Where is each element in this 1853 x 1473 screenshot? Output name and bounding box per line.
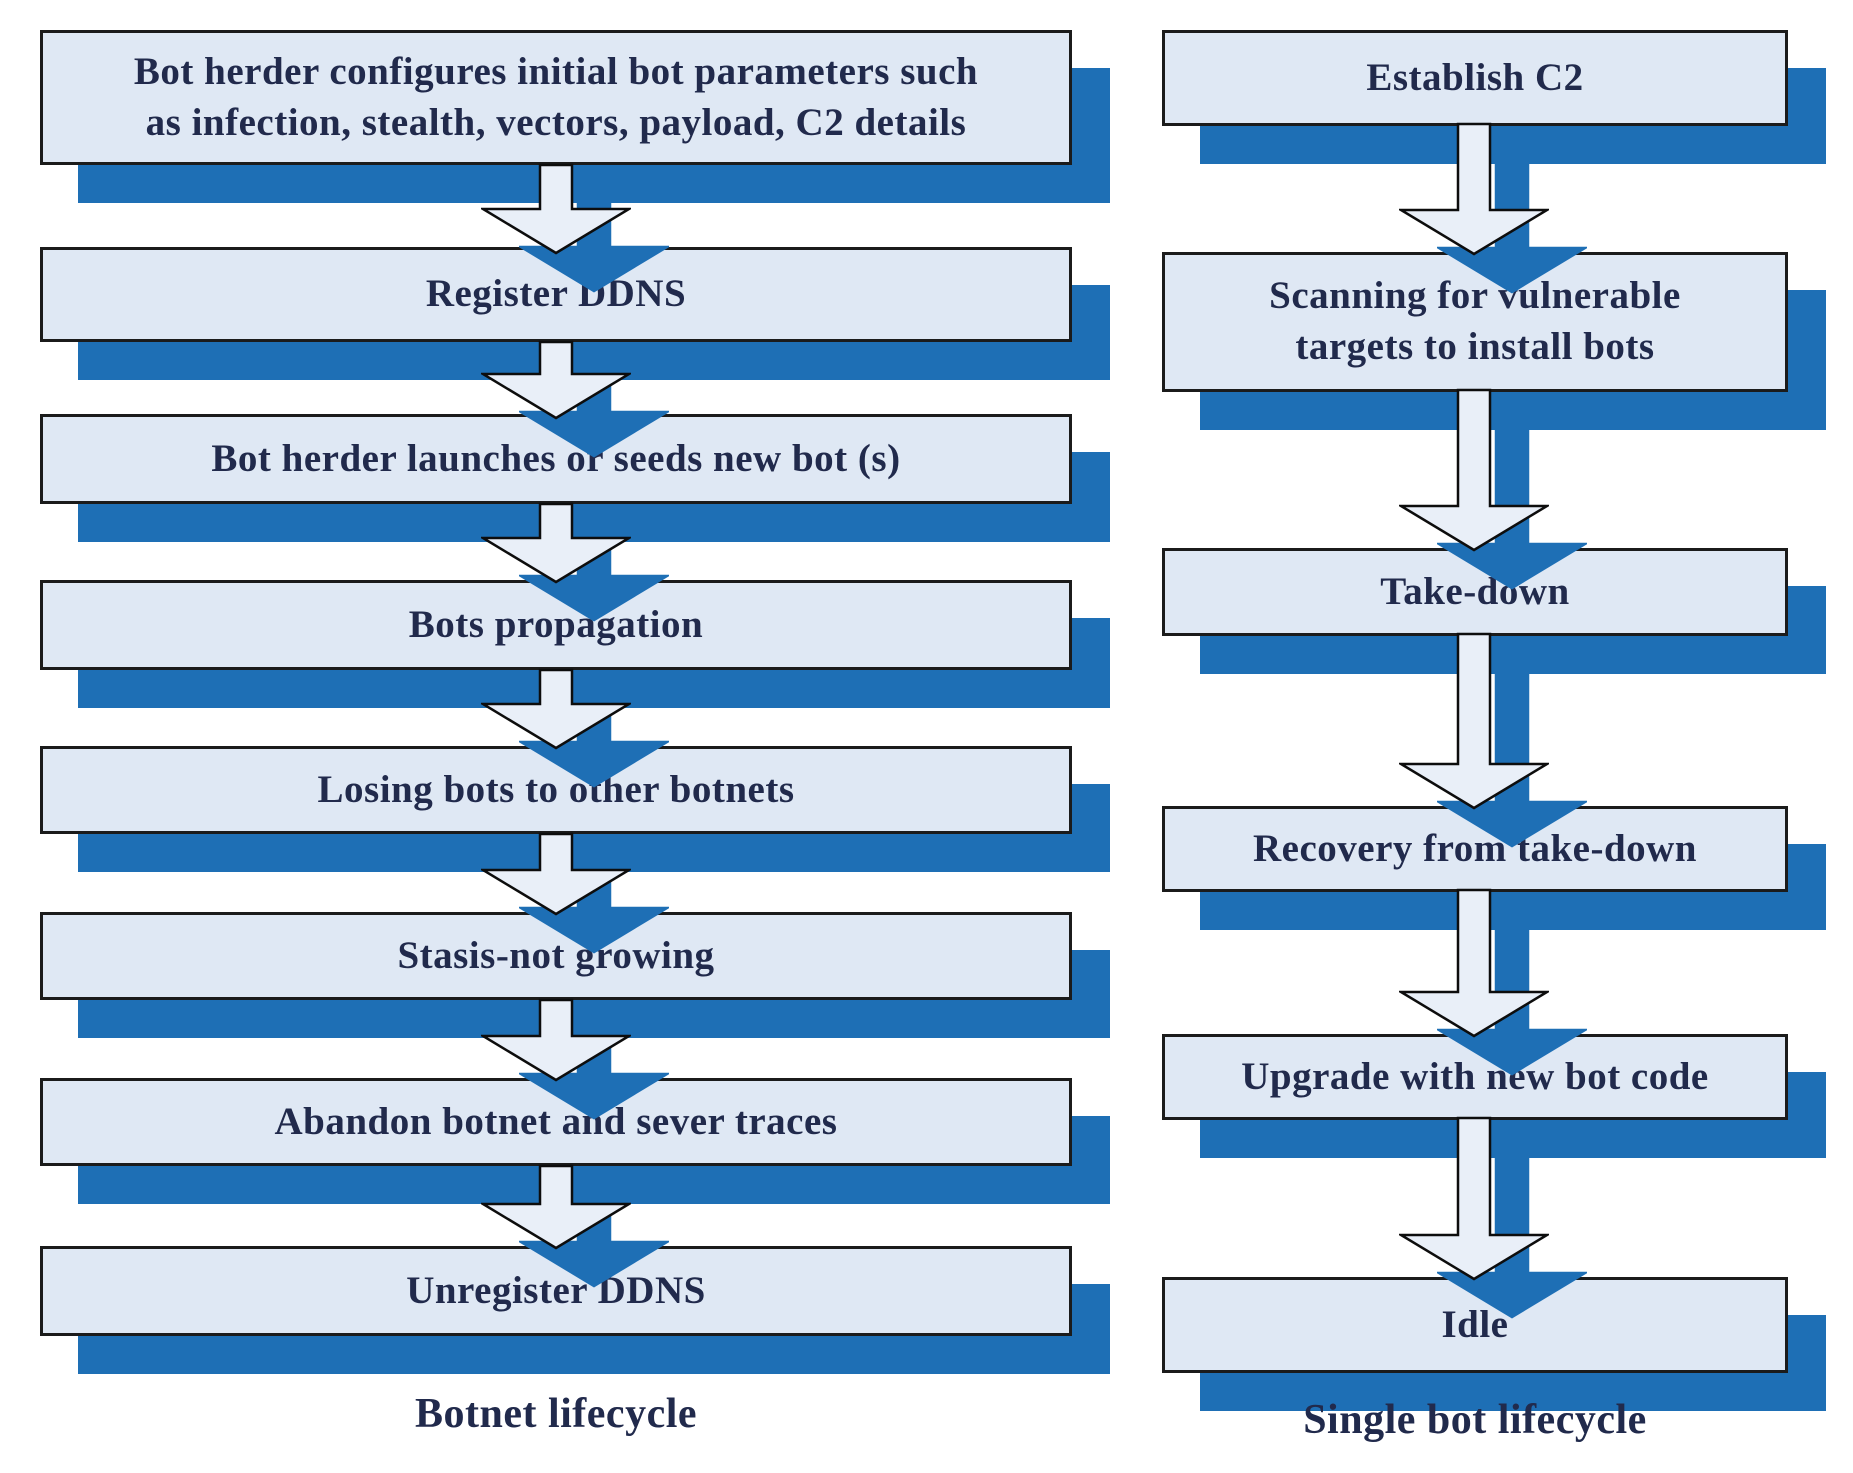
flow-step-label: Register DDNS	[425, 272, 687, 316]
down-arrow-icon	[1399, 632, 1549, 810]
down-arrow-icon	[481, 1164, 631, 1250]
down-arrow-icon	[481, 998, 631, 1082]
botnet-lifecycle-caption: Botnet lifecycle	[414, 1391, 698, 1437]
down-arrow-icon	[481, 340, 631, 420]
down-arrow-icon	[1399, 122, 1549, 256]
flow-step-label: Bots propagation	[408, 602, 704, 646]
down-arrow-icon	[1399, 1116, 1549, 1281]
flow-step-box-scanning-targets: Scanning for vulnerable targets to insta…	[1162, 252, 1788, 392]
flow-step-box-losing-bots: Losing bots to other botnets	[40, 746, 1072, 834]
flow-step-box-upgrade-bot-code: Upgrade with new bot code	[1162, 1034, 1788, 1120]
flow-step-box-unregister-ddns: Unregister DDNS	[40, 1246, 1072, 1336]
down-arrow-icon	[481, 668, 631, 750]
flow-step-label: Unregister DDNS	[406, 1268, 706, 1312]
flow-step-box-launch-seed-bots: Bot herder launches or seeds new bot (s)	[40, 414, 1072, 504]
flow-step-label: Scanning for vulnerable targets to insta…	[1269, 274, 1681, 368]
flow-step-box-stasis: Stasis-not growing	[40, 912, 1072, 1000]
flow-step-label: Stasis-not growing	[397, 933, 715, 977]
flow-step-label: Losing bots to other botnets	[317, 767, 795, 811]
flow-step-label: Bot herder launches or seeds new bot (s)	[211, 436, 901, 480]
down-arrow-icon	[481, 163, 631, 255]
flow-step-box-idle: Idle	[1162, 1277, 1788, 1373]
flow-step-box-establish-c2: Establish C2	[1162, 30, 1788, 126]
down-arrow-icon	[481, 832, 631, 916]
flow-step-label: Recovery from take-down	[1252, 826, 1697, 870]
flow-step-box-bots-propagation: Bots propagation	[40, 580, 1072, 670]
flow-step-box-recovery: Recovery from take-down	[1162, 806, 1788, 892]
flow-step-label: Bot herder configures initial bot parame…	[133, 49, 979, 144]
down-arrow-icon	[481, 502, 631, 584]
down-arrow-icon	[1399, 388, 1549, 552]
flow-step-label: Abandon botnet and sever traces	[274, 1099, 838, 1143]
flow-step-box-configure-parameters: Bot herder configures initial bot parame…	[40, 30, 1072, 165]
flow-step-label: Idle	[1441, 1302, 1509, 1346]
down-arrow-icon	[1399, 888, 1549, 1038]
flow-step-label: Establish C2	[1366, 55, 1584, 99]
flow-step-box-abandon-botnet: Abandon botnet and sever traces	[40, 1078, 1072, 1166]
flow-step-label: Take-down	[1380, 569, 1570, 613]
flow-step-label: Upgrade with new bot code	[1241, 1054, 1709, 1098]
flow-step-box-register-ddns: Register DDNS	[40, 247, 1072, 342]
single-bot-lifecycle-caption: Single bot lifecycle	[1303, 1397, 1647, 1443]
flow-step-box-take-down: Take-down	[1162, 548, 1788, 636]
